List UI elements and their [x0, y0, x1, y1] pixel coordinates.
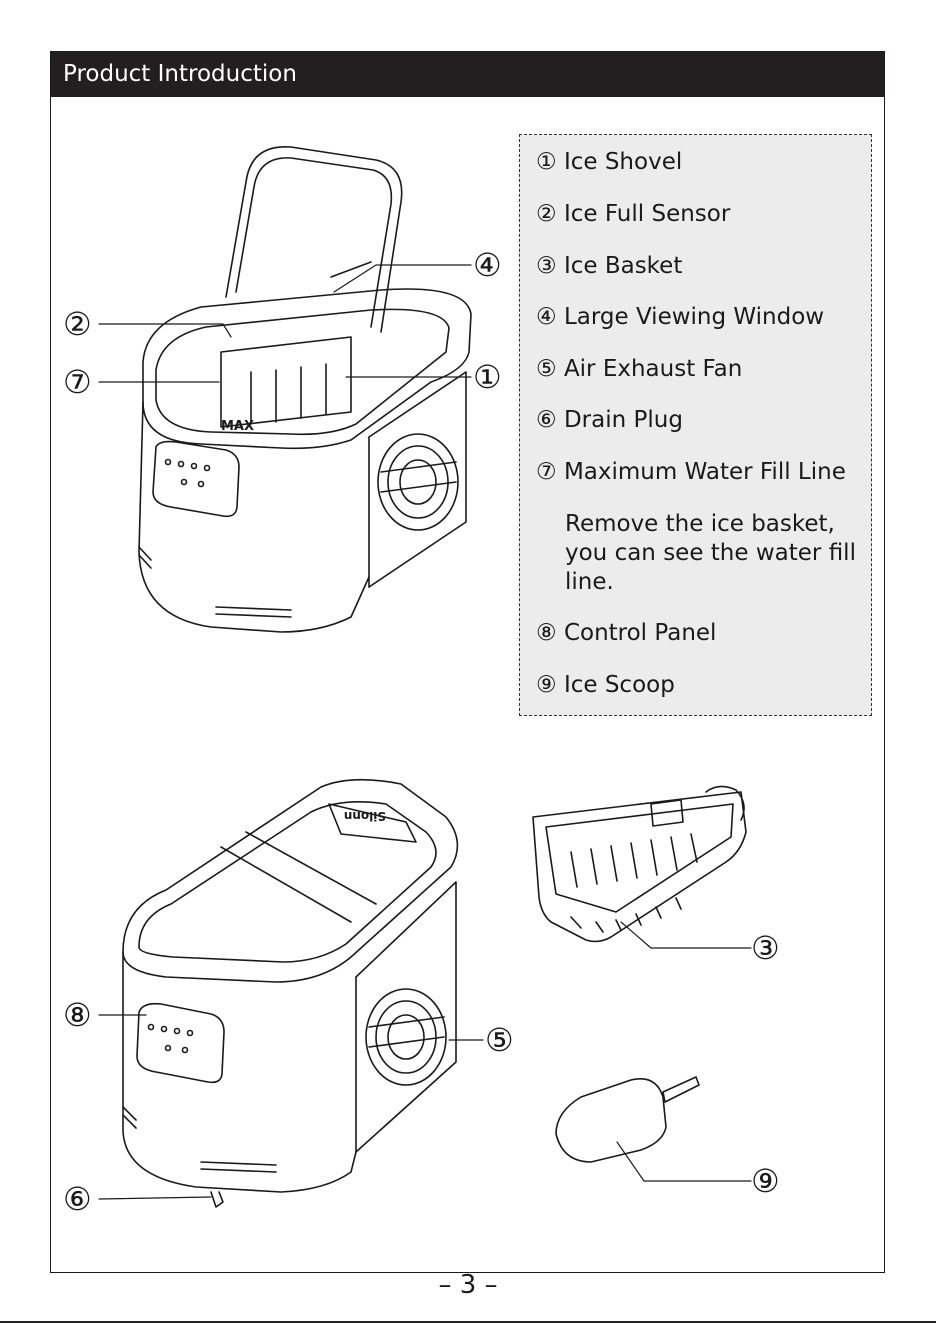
- callout-4: ④: [473, 246, 502, 284]
- page-frame: Product Introduction ① Ice Shovel ② Ice …: [50, 51, 885, 1273]
- product-illustrations: MAX Silonn: [51, 52, 886, 1274]
- callout-2: ②: [63, 305, 92, 343]
- ice-scoop-illustration: [556, 1077, 699, 1162]
- callout-9: ⑨: [751, 1162, 780, 1200]
- max-fill-mark: MAX: [221, 419, 254, 434]
- callout-numbers: ④ ② ⑦ ① ③ ⑧ ⑤ ⑥ ⑨: [63, 246, 780, 1218]
- callout-6: ⑥: [63, 1180, 92, 1218]
- callout-3: ③: [751, 929, 780, 967]
- ice-basket-illustration: [533, 786, 746, 941]
- ice-maker-closed-illustration: Silonn: [123, 780, 457, 1207]
- callout-8: ⑧: [63, 996, 92, 1034]
- callout-1: ①: [473, 358, 502, 396]
- brand-logo: Silonn: [344, 809, 386, 823]
- callout-7: ⑦: [63, 363, 92, 401]
- page-number: – 3 –: [0, 1270, 936, 1300]
- bottom-rule: [0, 1321, 936, 1323]
- ice-maker-open-illustration: MAX: [139, 147, 471, 632]
- callout-5: ⑤: [485, 1021, 514, 1059]
- callout-leader-lines: [99, 265, 751, 1199]
